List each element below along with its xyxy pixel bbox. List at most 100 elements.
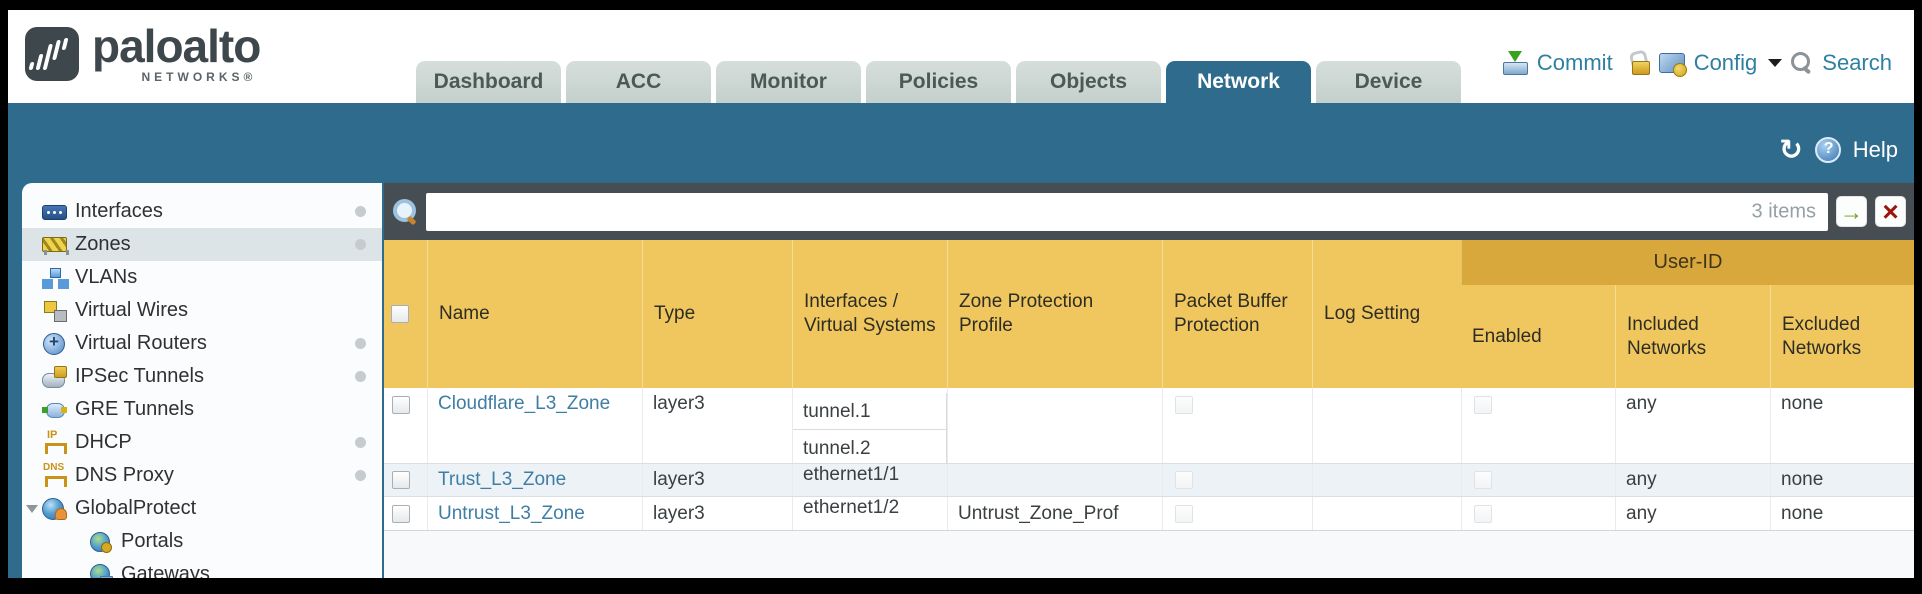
header-actions: Commit Config Search — [1502, 50, 1892, 77]
tab-dashboard[interactable]: Dashboard — [416, 61, 561, 103]
table-row: Untrust_L3_Zone layer3 ethernet1/2 Untrust_… — [384, 496, 1914, 531]
help-button[interactable]: Help — [1852, 137, 1898, 162]
sidebar-item-virtual-wires[interactable]: Virtual Wires — [22, 294, 382, 327]
interface-entry: ethernet1/1 — [803, 464, 900, 485]
row-select-checkbox[interactable] — [391, 396, 410, 414]
logo-text: paloalto NETWORKS® — [92, 18, 261, 84]
expander-triangle-icon[interactable] — [26, 505, 38, 513]
packet-buffer-protection-checkbox[interactable] — [1175, 396, 1193, 414]
interface-entry: tunnel.1 — [793, 393, 947, 430]
column-header-zone-protection-profile[interactable]: Zone Protection Profile — [947, 240, 1162, 388]
user-id-enabled-checkbox[interactable] — [1474, 471, 1492, 489]
excluded-networks-cell: none — [1770, 497, 1914, 530]
sidebar-item-portals[interactable]: Portals — [22, 525, 382, 558]
tab-device[interactable]: Device — [1316, 61, 1461, 103]
zone-name-link[interactable]: Cloudflare_L3_Zone — [438, 393, 611, 414]
user-id-subheaders: Enabled Included Networks Excluded Netwo… — [1461, 285, 1914, 388]
sidebar-item-label: DNS Proxy — [75, 464, 174, 486]
column-header-excluded-networks[interactable]: Excluded Networks — [1770, 285, 1914, 388]
zone-name-cell: Trust_L3_Zone — [427, 464, 642, 496]
tab-objects[interactable]: Objects — [1016, 61, 1161, 103]
column-header-packet-buffer-protection[interactable]: Packet Buffer Protection — [1162, 240, 1312, 388]
zone-type-cell: layer3 — [642, 388, 792, 463]
column-header-included-networks[interactable]: Included Networks — [1615, 285, 1770, 388]
sidebar-item-label: DHCP — [75, 431, 132, 453]
dns-proxy-icon — [42, 462, 67, 487]
zone-name-cell: Cloudflare_L3_Zone — [427, 388, 642, 463]
sidebar-item-label: Virtual Wires — [75, 299, 188, 321]
chevron-down-icon[interactable] — [1768, 59, 1783, 67]
column-header-log-setting[interactable]: Log Setting — [1312, 240, 1461, 388]
row-select-checkbox[interactable] — [391, 504, 410, 523]
sidebar-item-label: GRE Tunnels — [75, 398, 194, 420]
column-header-interfaces[interactable]: Interfaces / Virtual Systems — [792, 240, 947, 388]
zone-name-link[interactable]: Untrust_L3_Zone — [438, 502, 585, 524]
sidebar-item-vlans[interactable]: VLANs — [22, 261, 382, 294]
user-id-enabled-checkbox[interactable] — [1474, 504, 1492, 523]
search-button[interactable]: Search — [1822, 50, 1892, 75]
filter-input[interactable] — [426, 192, 1828, 231]
config-icon — [1658, 52, 1687, 77]
portals-icon — [88, 531, 113, 553]
tab-acc[interactable]: ACC — [566, 61, 711, 103]
commit-icon — [1502, 51, 1528, 75]
tab-policies[interactable]: Policies — [866, 61, 1011, 103]
row-select-checkbox[interactable] — [391, 471, 410, 489]
status-dot — [355, 206, 366, 217]
status-dot — [355, 371, 366, 382]
select-all-checkbox[interactable] — [391, 305, 409, 323]
zone-name-link[interactable]: Trust_L3_Zone — [438, 469, 567, 490]
interface-entry: ethernet1/2 — [803, 497, 900, 518]
packet-buffer-protection-checkbox[interactable] — [1175, 504, 1193, 523]
gateways-icon — [88, 563, 113, 578]
user-id-enabled-cell — [1461, 497, 1615, 530]
row-select-cell — [384, 464, 427, 496]
globalprotect-icon — [42, 497, 67, 520]
log-setting-cell — [1312, 497, 1461, 530]
help-icon[interactable] — [1814, 137, 1841, 163]
lock-icon[interactable] — [1630, 51, 1650, 75]
zone-name-cell: Untrust_L3_Zone — [427, 497, 642, 530]
refresh-icon[interactable] — [1779, 138, 1802, 162]
sidebar-item-ipsec-tunnels[interactable]: IPSec Tunnels — [22, 360, 382, 393]
packet-buffer-protection-checkbox[interactable] — [1175, 471, 1193, 489]
user-id-column-group: User-ID Enabled Included Networks Exclud… — [1461, 240, 1914, 388]
vlans-icon — [42, 267, 67, 289]
sidebar-item-interfaces[interactable]: Interfaces — [22, 195, 382, 228]
status-dot — [355, 338, 366, 349]
clear-filter-button[interactable] — [1875, 196, 1906, 227]
zone-type-cell: layer3 — [642, 464, 792, 496]
config-button[interactable]: Config — [1693, 50, 1758, 75]
included-networks-cell: any — [1615, 497, 1770, 530]
sidebar-item-globalprotect[interactable]: GlobalProtect — [22, 492, 382, 525]
sidebar-item-label: Portals — [121, 530, 184, 552]
tab-monitor[interactable]: Monitor — [716, 61, 861, 103]
sidebar-item-zones[interactable]: Zones — [22, 228, 382, 261]
sidebar-item-dhcp[interactable]: DHCP — [22, 426, 382, 459]
sidebar-item-virtual-routers[interactable]: Virtual Routers — [22, 327, 382, 360]
excluded-networks-cell: none — [1770, 388, 1914, 463]
log-setting-cell — [1312, 388, 1461, 463]
logo-networks-text: NETWORKS® — [141, 70, 257, 84]
apply-filter-button[interactable] — [1836, 196, 1867, 227]
zone-protection-profile-cell: Untrust_Zone_Prof — [947, 497, 1162, 530]
zone-type-cell: layer3 — [642, 497, 792, 530]
zone-protection-profile-cell — [947, 464, 1162, 496]
tab-network[interactable]: Network — [1166, 61, 1311, 103]
sidebar-item-gre-tunnels[interactable]: GRE Tunnels — [22, 393, 382, 426]
column-header-enabled[interactable]: Enabled — [1472, 325, 1542, 347]
column-header-name[interactable]: Name — [427, 240, 642, 388]
gre-tunnels-icon — [42, 399, 67, 421]
sidebar-item-dns-proxy[interactable]: DNS Proxy — [22, 459, 382, 492]
sidebar-item-gateways[interactable]: Gateways — [22, 558, 382, 578]
user-id-enabled-checkbox[interactable] — [1474, 396, 1492, 414]
commit-button[interactable]: Commit — [1536, 50, 1613, 75]
column-header-type[interactable]: Type — [642, 240, 792, 388]
user-id-enabled-cell — [1461, 388, 1615, 463]
